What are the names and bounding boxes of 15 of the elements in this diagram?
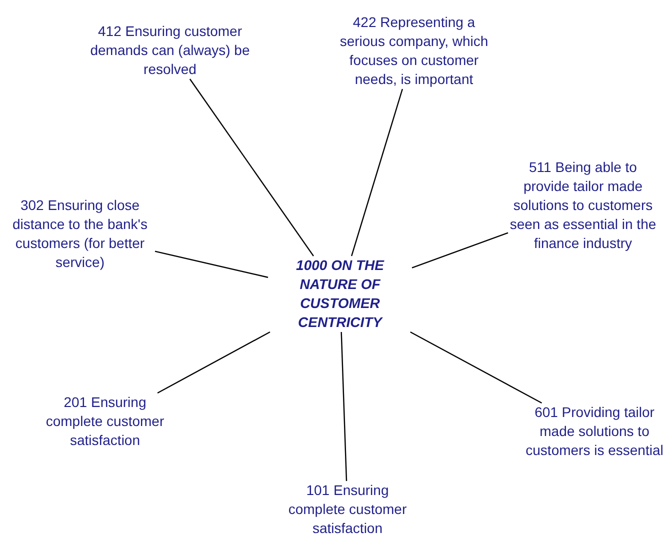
connector-line: [154, 250, 268, 278]
connector-line: [189, 78, 314, 256]
topic-label: 101 Ensuring complete customer satisfaction: [280, 481, 415, 538]
connector-line: [410, 331, 542, 404]
connector-line: [157, 331, 270, 394]
topic-label: 201 Ensuring complete customer satisfaction: [35, 393, 175, 450]
topic-label: 412 Ensuring customer demands can (always) be resolved: [70, 22, 270, 79]
connector-line: [412, 232, 508, 268]
topic-label: 601 Providing tailor made solutions to customers is essential: [522, 403, 667, 460]
central-topic: 1000 ON THE NATURE OF CUSTOMER CENTRICITY: [268, 256, 412, 332]
topic-label: 302 Ensuring close distance to the bank's customers (for better service): [5, 196, 155, 272]
topic-label: 422 Representing a serious company, which focuses on customer needs, is important: [338, 13, 490, 89]
topic-label: 511 Being able to provide tailor made solutions to customers seen as essential in the finance industry: [508, 158, 658, 253]
connector-line: [340, 332, 348, 482]
connector-line: [351, 88, 403, 256]
